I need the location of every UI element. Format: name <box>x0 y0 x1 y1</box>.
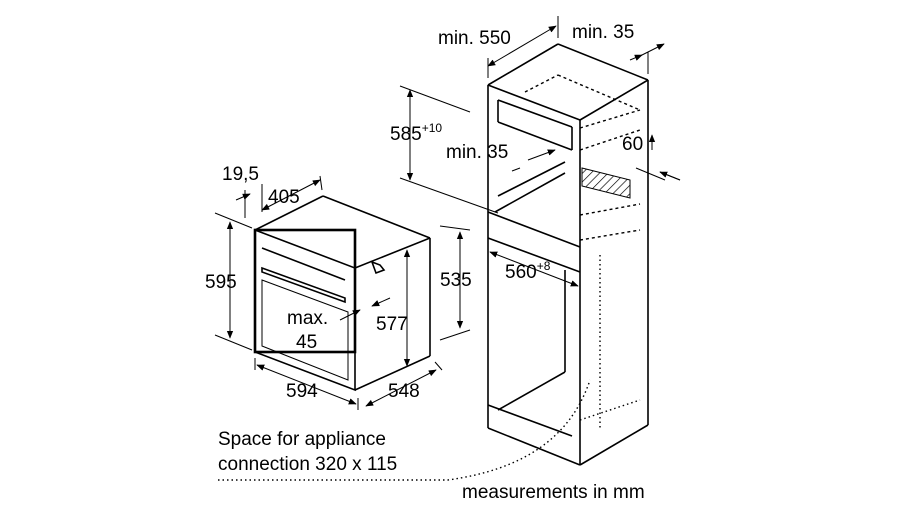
cabinet-top-gap-label: min. 35 <box>572 22 634 43</box>
oven-depth-label: 548 <box>388 381 420 402</box>
units-note: measurements in mm <box>462 482 645 503</box>
niche-height-label: 585+10 <box>390 121 442 145</box>
connection-leader <box>218 379 591 481</box>
inner-height-label: 577 <box>376 314 408 335</box>
oven-dimensions <box>214 175 471 410</box>
oven <box>253 195 431 392</box>
cabinet-depth-label: min. 550 <box>438 28 511 49</box>
handle-max-value: 45 <box>296 332 317 353</box>
cabinet <box>487 43 649 466</box>
connection-note-line2: connection 320 x 115 <box>218 454 397 475</box>
oven-width-label: 594 <box>286 381 318 402</box>
handle-max-label: max. <box>287 308 328 329</box>
cabinet-dimensions <box>399 16 681 287</box>
connection-note-line1: Space for appliance <box>218 429 386 450</box>
vent-height-label: 60 <box>622 134 643 155</box>
body-height-label: 535 <box>440 270 472 291</box>
vent-gap-label: min. 35 <box>446 142 508 163</box>
niche-width-label: 560+8 <box>505 259 551 283</box>
front-offset-label: 19,5 <box>222 164 259 185</box>
oven-height-label: 595 <box>205 272 237 293</box>
top-depth-label: 405 <box>268 187 300 208</box>
